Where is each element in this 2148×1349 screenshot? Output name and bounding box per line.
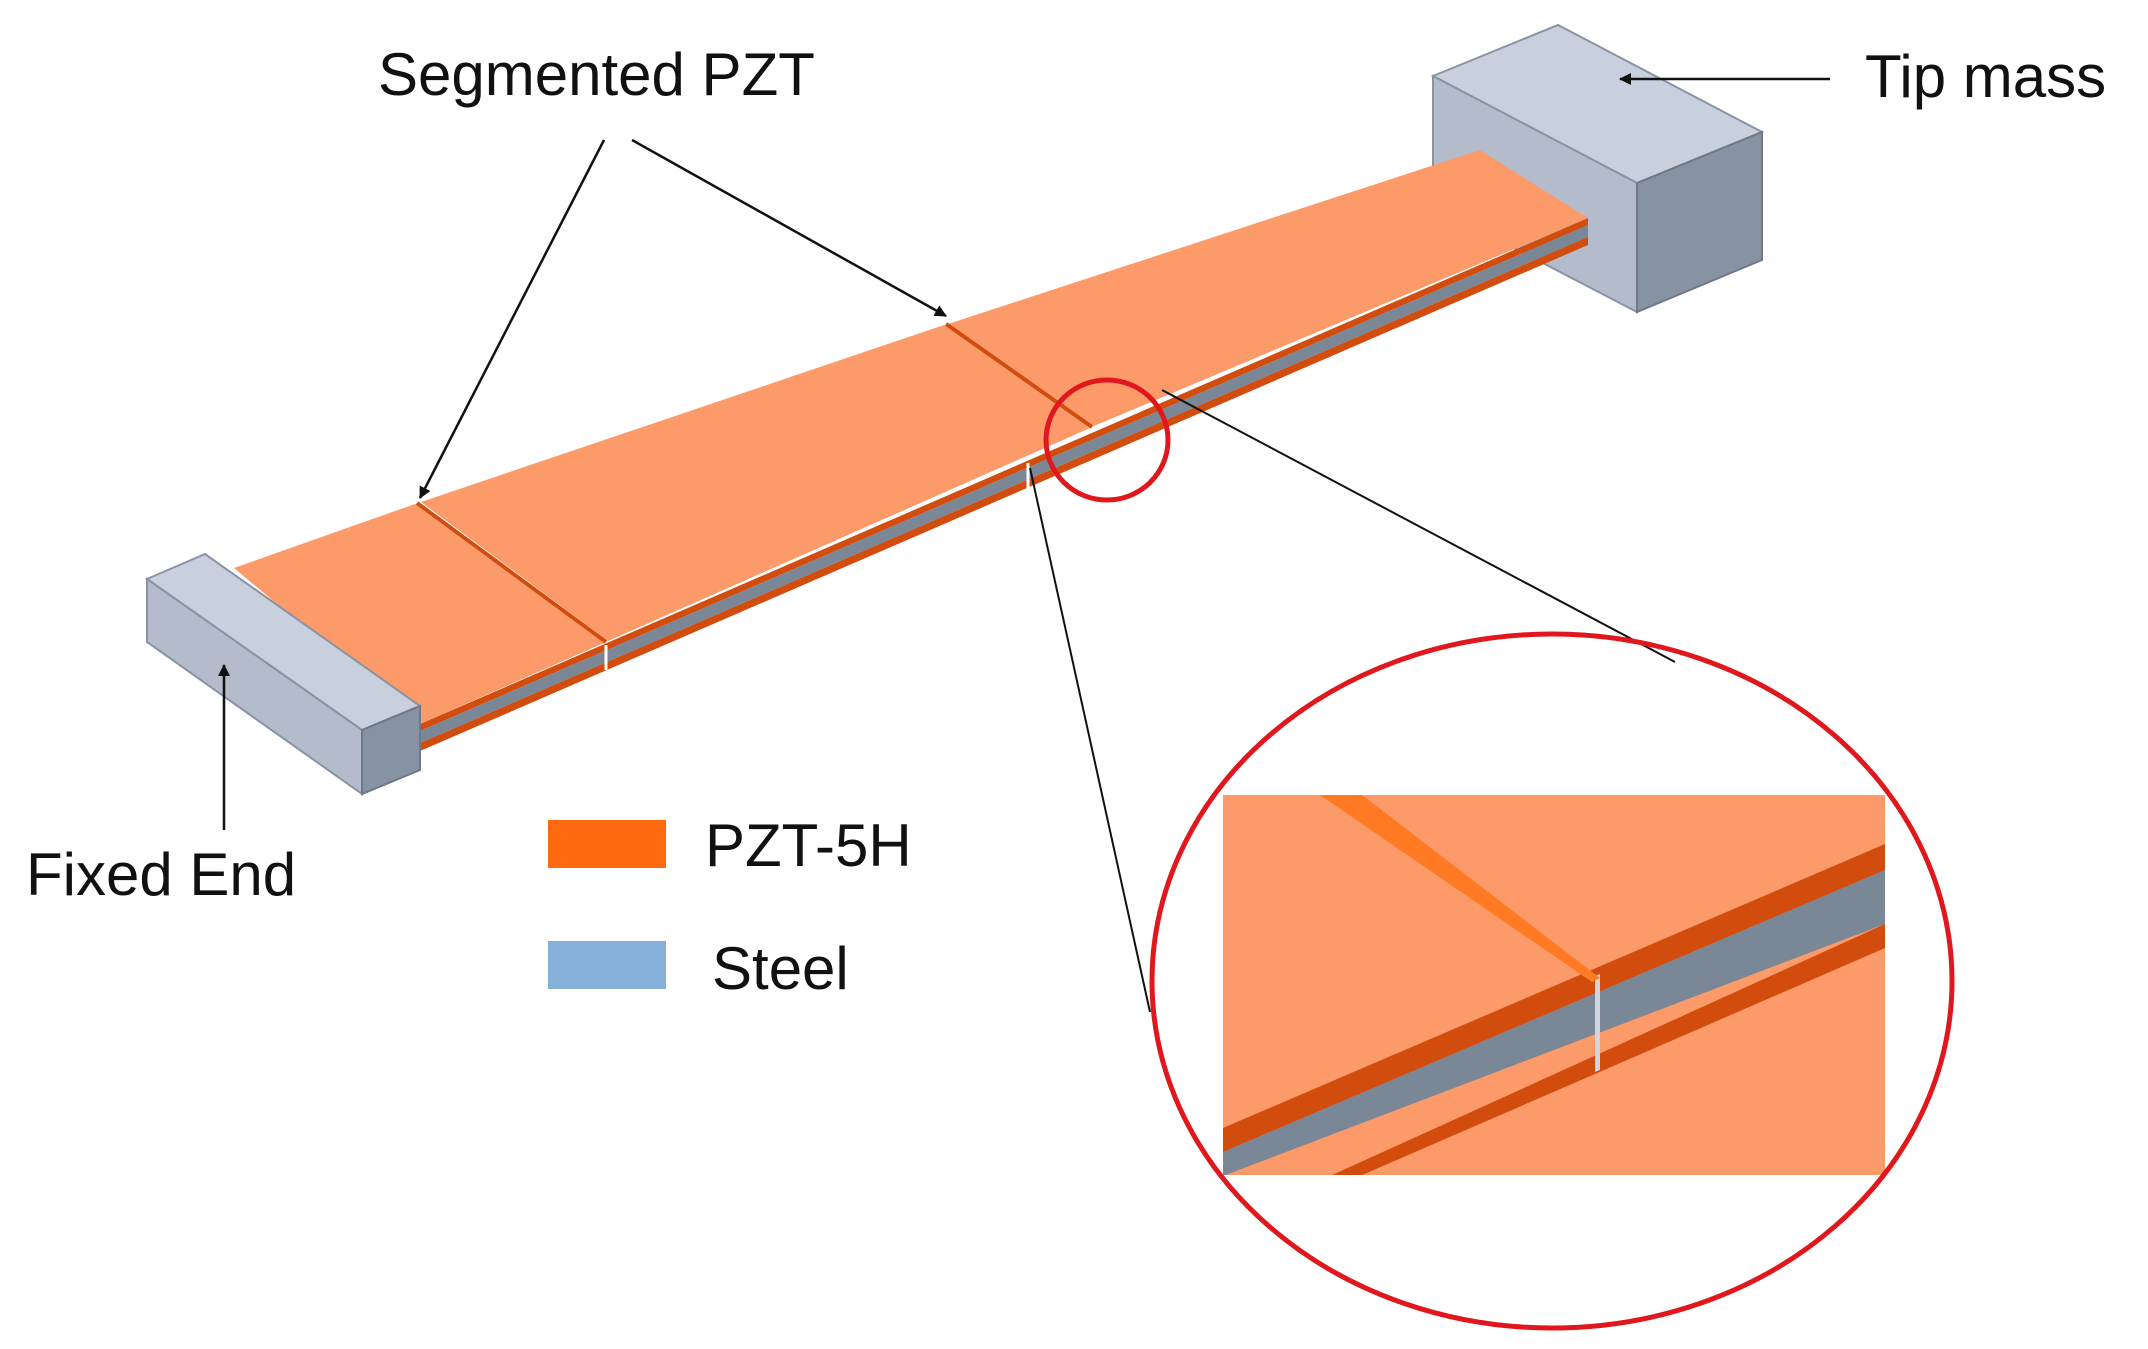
zoom-highlight-circle (1149, 631, 1955, 1331)
pzt-segment-1 (234, 504, 604, 724)
fixed-end-block (144, 552, 423, 796)
steel-layer-side (420, 225, 1588, 743)
segmented-pzt-arrow-right (631, 138, 947, 318)
pzt-segment-3 (948, 150, 1588, 426)
fixed-end-label: Fixed End (26, 841, 296, 908)
legend-swatch-pzt (548, 820, 666, 868)
legend: PZT-5H Steel (548, 812, 912, 1002)
tip-mass-side-face (1636, 130, 1763, 314)
zoom-connector-line (1029, 467, 1151, 1013)
inset-gap-seam (1320, 795, 1600, 982)
pzt-seam-2 (944, 322, 1094, 429)
inset-gap-top (1595, 974, 1600, 1072)
pzt-bottom-layer-edge (420, 237, 1588, 751)
pzt-seam-1 (415, 501, 608, 644)
zoom-connector-line (1161, 389, 1676, 663)
segmented-pzt-arrow-left (418, 139, 606, 499)
fixed-end-side-face (361, 704, 421, 796)
inset-pzt-top-edge (1223, 844, 1885, 1152)
zoomed-inset (1223, 795, 1885, 1175)
pzt-top-layer-edge (420, 218, 1588, 731)
inset-pzt-bottom-edge (1332, 924, 1885, 1175)
beam-layers (420, 218, 1588, 751)
pzt-segment-2 (421, 325, 1090, 641)
tip-mass-label: Tip mass (1865, 43, 2106, 110)
small-highlight-circle (1043, 377, 1171, 503)
legend-swatch-steel (548, 941, 666, 989)
segmented-pzt-top (234, 150, 1588, 724)
segmented-pzt-label: Segmented PZT (378, 41, 815, 108)
legend-label-pzt: PZT-5H (705, 812, 912, 879)
inset-steel-layer (1223, 870, 1885, 1175)
legend-label-steel: Steel (712, 935, 849, 1002)
